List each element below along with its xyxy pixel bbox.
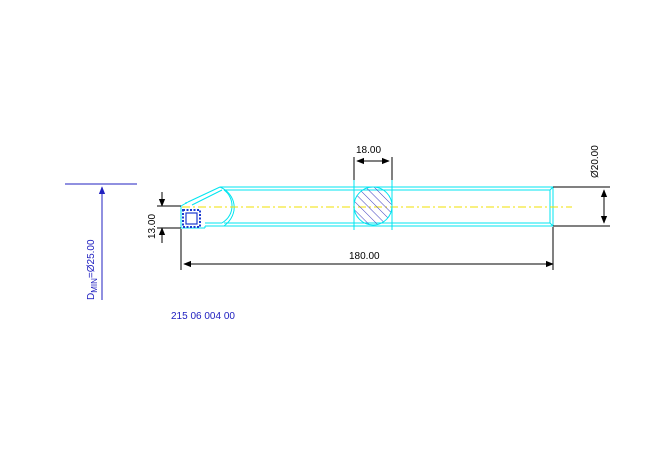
dimension-insert-width-label: 18.00	[356, 145, 381, 156]
dmin-annotation	[65, 183, 137, 300]
dimension-head-width	[157, 192, 181, 243]
dmin-subscript: MIN	[90, 278, 99, 293]
part-number: 215 06 004 00	[171, 311, 235, 322]
dimension-total-length	[180, 227, 554, 270]
dmin-label: DMIN=Ø25.00	[86, 239, 99, 300]
dimension-shank-diameter	[553, 186, 610, 227]
cutting-insert	[182, 209, 201, 228]
dimension-total-length-label: 180.00	[349, 251, 380, 262]
dmin-prefix: D	[86, 293, 97, 300]
dimension-head-width-label: 13.00	[147, 214, 158, 239]
hatched-section	[353, 186, 393, 226]
dimension-shank-diameter-label: Ø20.00	[590, 145, 601, 178]
dimension-insert-width	[353, 157, 393, 180]
tool-outline	[180, 180, 554, 230]
dmin-value: =Ø25.00	[86, 239, 97, 278]
